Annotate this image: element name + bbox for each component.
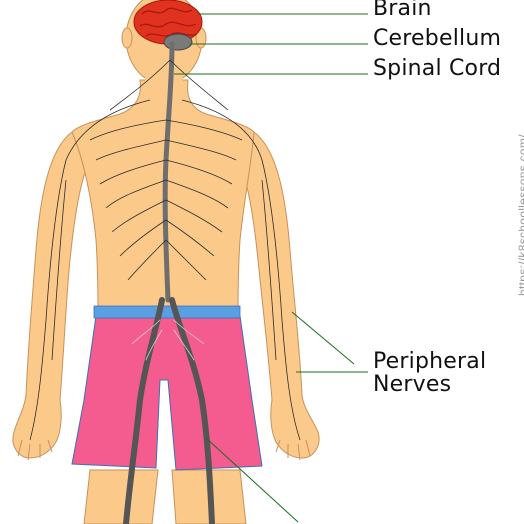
left-arm	[12, 131, 91, 459]
cerebellum-icon	[163, 33, 193, 51]
label-spinal-cord: Spinal Cord	[373, 56, 502, 81]
right-sciatic-nerve	[169, 297, 215, 524]
waistband	[93, 305, 241, 319]
left-sciatic-nerve	[123, 297, 165, 524]
leader-leg-nerve	[205, 437, 299, 523]
label-brain: Brain	[373, 0, 432, 21]
label-peripheral: Peripheral	[373, 349, 487, 374]
left-ear	[121, 27, 133, 49]
peripheral-nerves	[29, 59, 301, 441]
brain-organ	[133, 0, 203, 51]
leader-lines	[174, 13, 368, 523]
nerve-arms	[29, 99, 301, 441]
nerve-ribs	[89, 119, 243, 281]
pelvic-nerve-branches	[131, 319, 205, 361]
left-hand-fingers	[17, 439, 53, 461]
label-nerves: Nerves	[373, 372, 452, 397]
label-cerebellum: Cerebellum	[373, 26, 502, 51]
right-arm	[237, 131, 320, 459]
shorts	[71, 305, 263, 471]
source-credit: https://k8schoollessons.com/	[516, 134, 524, 296]
brain-folds	[139, 7, 197, 37]
legs	[83, 469, 247, 524]
shorts-body	[71, 315, 263, 471]
leg-nerves	[123, 297, 215, 524]
right-hand-fingers	[275, 439, 311, 461]
nerve-neck	[109, 59, 229, 111]
neck	[142, 74, 186, 100]
leader-peripheral-1	[291, 311, 355, 365]
